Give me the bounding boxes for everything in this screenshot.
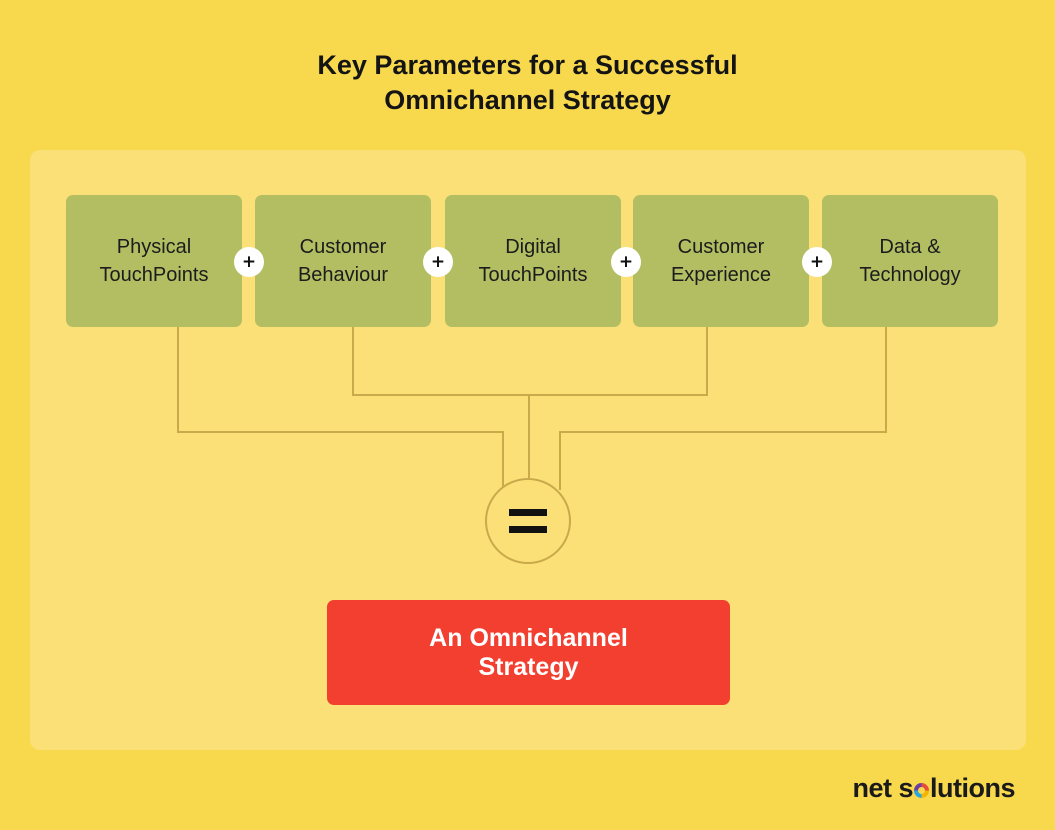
result-box: An Omnichannel Strategy bbox=[327, 600, 730, 705]
parameter-line-2: TouchPoints bbox=[478, 264, 588, 286]
parameter-line-1: Customer bbox=[299, 236, 387, 258]
connector-data-technology bbox=[559, 327, 887, 490]
plus-icon: + bbox=[423, 247, 453, 277]
o-ring-icon bbox=[914, 783, 929, 798]
parameter-line-2: Technology bbox=[859, 264, 961, 286]
equals-icon bbox=[509, 509, 547, 533]
equals-circle bbox=[485, 478, 571, 564]
parameter-line-2: Behaviour bbox=[297, 264, 389, 286]
connector-physical-touchpoints bbox=[177, 327, 504, 490]
logo-text-start: net s bbox=[852, 773, 913, 803]
parameter-line-1: Digital bbox=[505, 236, 561, 258]
parameter-box-data-technology: Data & Technology bbox=[822, 195, 998, 327]
parameter-box-customer-behaviour: Customer Behaviour bbox=[255, 195, 431, 327]
connector-customer-behaviour bbox=[352, 327, 708, 396]
plus-icon: + bbox=[234, 247, 264, 277]
parameter-box-digital-touchpoints: Digital TouchPoints bbox=[445, 195, 621, 327]
parameter-line-2: Experience bbox=[670, 264, 772, 286]
net-solutions-logo: net s lutions bbox=[852, 773, 1015, 804]
diagram-title: Key Parameters for a Successful Omnichan… bbox=[0, 48, 1055, 118]
parameter-line-1: Physical bbox=[116, 236, 192, 258]
parameter-line-1: Data & bbox=[879, 236, 941, 258]
parameter-box-customer-experience: Customer Experience bbox=[633, 195, 809, 327]
parameter-line-2: TouchPoints bbox=[99, 264, 209, 286]
plus-icon: + bbox=[611, 247, 641, 277]
title-line-2: Omnichannel Strategy bbox=[384, 85, 671, 115]
parameter-box-physical-touchpoints: Physical TouchPoints bbox=[66, 195, 242, 327]
plus-icon: + bbox=[802, 247, 832, 277]
result-line-2: Strategy bbox=[478, 652, 579, 681]
parameter-line-1: Customer bbox=[677, 236, 765, 258]
result-line-1: An Omnichannel bbox=[429, 623, 628, 652]
title-line-1: Key Parameters for a Successful bbox=[317, 50, 738, 80]
logo-text-end: lutions bbox=[930, 773, 1016, 803]
